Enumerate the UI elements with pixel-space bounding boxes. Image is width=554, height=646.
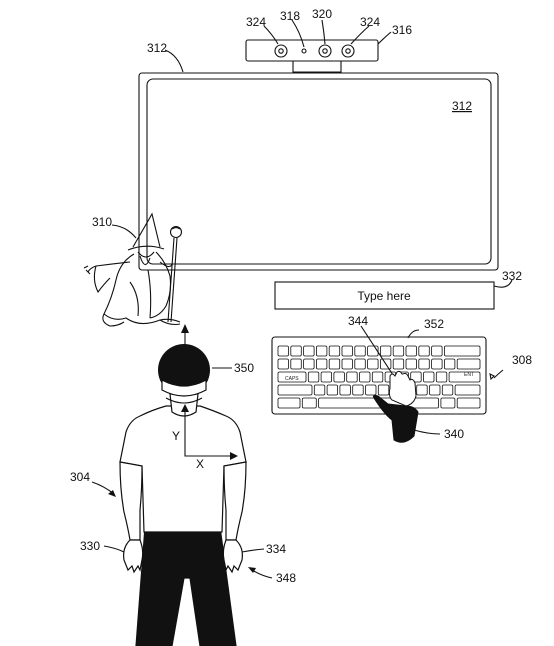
keyboard-key[interactable] bbox=[377, 384, 390, 396]
keyboard-key[interactable] bbox=[367, 345, 379, 357]
keyboard-key[interactable] bbox=[307, 371, 320, 383]
keyboard-key[interactable] bbox=[371, 371, 384, 383]
virtual-keyboard[interactable] bbox=[271, 336, 487, 415]
ref-344: 344 bbox=[348, 314, 368, 328]
keyboard-key[interactable] bbox=[410, 371, 422, 383]
ref-310: 310 bbox=[92, 215, 112, 229]
axis-x-label: X bbox=[196, 457, 204, 471]
keyboard-key[interactable] bbox=[341, 345, 353, 357]
keyboard-key[interactable] bbox=[440, 397, 456, 409]
keyboard-key[interactable] bbox=[333, 371, 345, 383]
keyboard-key[interactable] bbox=[315, 358, 328, 370]
type-here-label: Type here bbox=[357, 289, 411, 303]
keyboard-key[interactable] bbox=[290, 345, 302, 357]
virtual-hand bbox=[373, 370, 419, 443]
ref-318: 318 bbox=[280, 9, 300, 23]
keyboard-key[interactable] bbox=[354, 345, 366, 357]
keyboard-key[interactable] bbox=[354, 358, 366, 370]
keyboard-key[interactable] bbox=[359, 371, 371, 383]
ref-334: 334 bbox=[266, 542, 286, 556]
keyboard-key[interactable] bbox=[352, 384, 364, 396]
keyboard-key[interactable] bbox=[277, 358, 289, 370]
ref-330: 330 bbox=[80, 539, 100, 553]
ref-348: 348 bbox=[276, 571, 296, 585]
keyboard-key[interactable] bbox=[431, 358, 443, 370]
keyboard-key[interactable] bbox=[277, 371, 307, 383]
wizard-avatar bbox=[83, 212, 183, 327]
lens-left-icon bbox=[274, 44, 288, 58]
keyboard-key[interactable] bbox=[392, 358, 405, 370]
ref-324-left: 324 bbox=[246, 15, 266, 29]
keyboard-key[interactable] bbox=[313, 384, 326, 396]
keyboard-key[interactable] bbox=[443, 345, 481, 357]
keyboard-key[interactable] bbox=[303, 358, 315, 370]
keyboard-key[interactable] bbox=[277, 345, 289, 357]
camera-sensor-bar bbox=[245, 39, 379, 73]
keyboard-key[interactable] bbox=[448, 371, 481, 383]
keyboard-key[interactable] bbox=[423, 371, 435, 383]
lens-right-icon bbox=[341, 44, 355, 58]
ref-332: 332 bbox=[502, 269, 522, 283]
keyboard-key[interactable] bbox=[277, 397, 301, 409]
ref-350: 350 bbox=[234, 361, 254, 375]
ref-324-right: 324 bbox=[360, 15, 380, 29]
ref-308: 308 bbox=[512, 353, 532, 367]
ref-316: 316 bbox=[392, 23, 412, 37]
keyboard-key[interactable] bbox=[441, 384, 454, 396]
keyboard-key[interactable] bbox=[328, 358, 341, 370]
display-screen bbox=[138, 72, 499, 271]
ref-340: 340 bbox=[444, 427, 464, 441]
axis-y-label: Y bbox=[172, 429, 180, 443]
keyboard-key[interactable] bbox=[303, 345, 315, 357]
keyboard-key[interactable] bbox=[367, 358, 379, 370]
keyboard-key[interactable] bbox=[443, 358, 456, 370]
type-here-box[interactable] bbox=[274, 281, 495, 310]
keyboard-key[interactable] bbox=[365, 384, 377, 396]
keyboard-key[interactable] bbox=[435, 371, 448, 383]
keyboard-key[interactable] bbox=[392, 345, 405, 357]
keyboard-key[interactable] bbox=[416, 384, 428, 396]
ref-320: 320 bbox=[312, 7, 332, 21]
keyboard-key[interactable] bbox=[290, 358, 302, 370]
keyboard-key[interactable] bbox=[418, 345, 430, 357]
body-axes bbox=[181, 404, 238, 460]
keyboard-key[interactable] bbox=[277, 384, 313, 396]
keyboard-key[interactable] bbox=[326, 384, 339, 396]
keyboard-key[interactable] bbox=[405, 358, 417, 370]
keyboard-key[interactable] bbox=[429, 384, 441, 396]
keyboard-key[interactable] bbox=[328, 345, 341, 357]
keyboard-key[interactable] bbox=[456, 358, 481, 370]
keyboard-key[interactable] bbox=[301, 397, 317, 409]
keyboard-key[interactable] bbox=[418, 358, 430, 370]
led-icon bbox=[301, 48, 307, 54]
keyboard-key[interactable] bbox=[405, 345, 417, 357]
keyboard-key[interactable] bbox=[431, 345, 443, 357]
keyboard-key[interactable] bbox=[320, 371, 333, 383]
keyboard-key[interactable] bbox=[339, 384, 351, 396]
keyboard-key[interactable] bbox=[456, 397, 481, 409]
headset-head bbox=[158, 344, 210, 404]
lens-center-icon bbox=[318, 44, 332, 58]
ref-352: 352 bbox=[424, 317, 444, 331]
keyboard-key[interactable] bbox=[341, 358, 353, 370]
key-enter-label: ENT bbox=[464, 372, 474, 378]
user-figure bbox=[119, 393, 247, 646]
ref-312-outer: 312 bbox=[147, 41, 167, 55]
ref-304: 304 bbox=[70, 470, 90, 484]
keyboard-key[interactable] bbox=[454, 384, 481, 396]
key-caps-label: CAPS bbox=[285, 376, 299, 382]
ref-312-inner: 312 bbox=[452, 99, 472, 113]
keyboard-key[interactable] bbox=[346, 371, 358, 383]
keyboard-key[interactable] bbox=[379, 345, 392, 357]
keyboard-key[interactable] bbox=[315, 345, 328, 357]
